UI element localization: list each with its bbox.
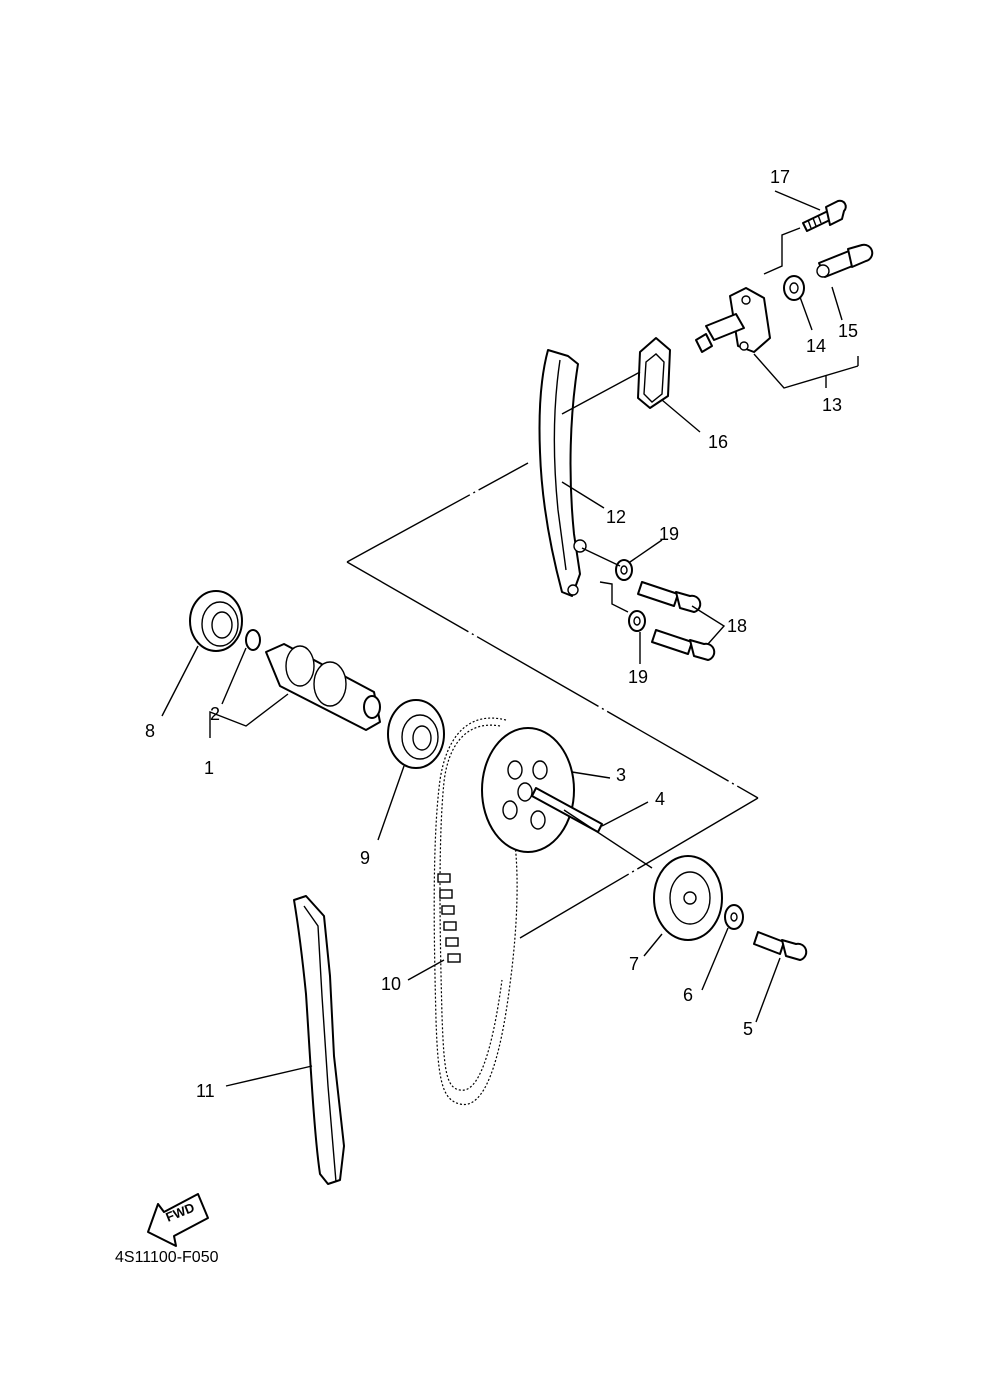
part-1-camshaft [265, 643, 381, 731]
callout-1: 1 [204, 758, 214, 778]
callout-7: 7 [629, 954, 639, 974]
part-7-rotor [653, 855, 723, 941]
part-15-plug-bolt [816, 243, 874, 278]
callout-9: 9 [360, 848, 370, 868]
part-17-bolt [802, 199, 847, 232]
leader-lines [161, 190, 859, 1087]
callout-3: 3 [616, 765, 626, 785]
callout-10: 10 [381, 974, 401, 994]
callout-8: 8 [145, 721, 155, 741]
part-13-chain-tensioner [695, 287, 771, 353]
part-18-bolt-upper [637, 581, 702, 613]
callout-14: 14 [806, 336, 826, 356]
callout-13: 13 [822, 395, 842, 415]
callout-2: 2 [210, 704, 220, 724]
drawing-code: 4S11100-F050 [115, 1249, 219, 1266]
part-9-bearing [387, 699, 445, 769]
part-5-bolt [753, 931, 808, 961]
part-10-cam-chain [433, 717, 518, 1106]
part-2-o-ring [245, 629, 261, 651]
callout-19-lower: 19 [628, 667, 648, 687]
callout-5: 5 [743, 1019, 753, 1039]
part-8-bearing [189, 590, 243, 652]
part-18-bolt-lower [651, 629, 716, 661]
callout-16: 16 [708, 432, 728, 452]
part-16-gasket [637, 337, 671, 409]
reference-frame [346, 462, 759, 939]
callout-4: 4 [655, 789, 665, 809]
part-12-chain-guide [538, 349, 587, 597]
callout-18: 18 [727, 616, 747, 636]
callout-12: 12 [606, 507, 626, 527]
callout-labels: 1 2 3 4 5 6 7 8 9 10 11 12 13 14 15 16 1… [145, 167, 858, 1101]
part-14-washer [783, 275, 805, 301]
part-19-washer-upper [615, 559, 633, 581]
part-19-washer-lower [628, 610, 646, 632]
callout-19-upper: 19 [659, 524, 679, 544]
part-6-washer [724, 904, 744, 930]
callout-15: 15 [838, 321, 858, 341]
part-11-chain-guide [293, 895, 345, 1185]
part-3-cam-sprocket [481, 727, 575, 853]
callout-6: 6 [683, 985, 693, 1005]
callout-17: 17 [770, 167, 790, 187]
fwd-arrow-badge: FWD [147, 1193, 209, 1247]
callout-11: 11 [196, 1081, 215, 1101]
